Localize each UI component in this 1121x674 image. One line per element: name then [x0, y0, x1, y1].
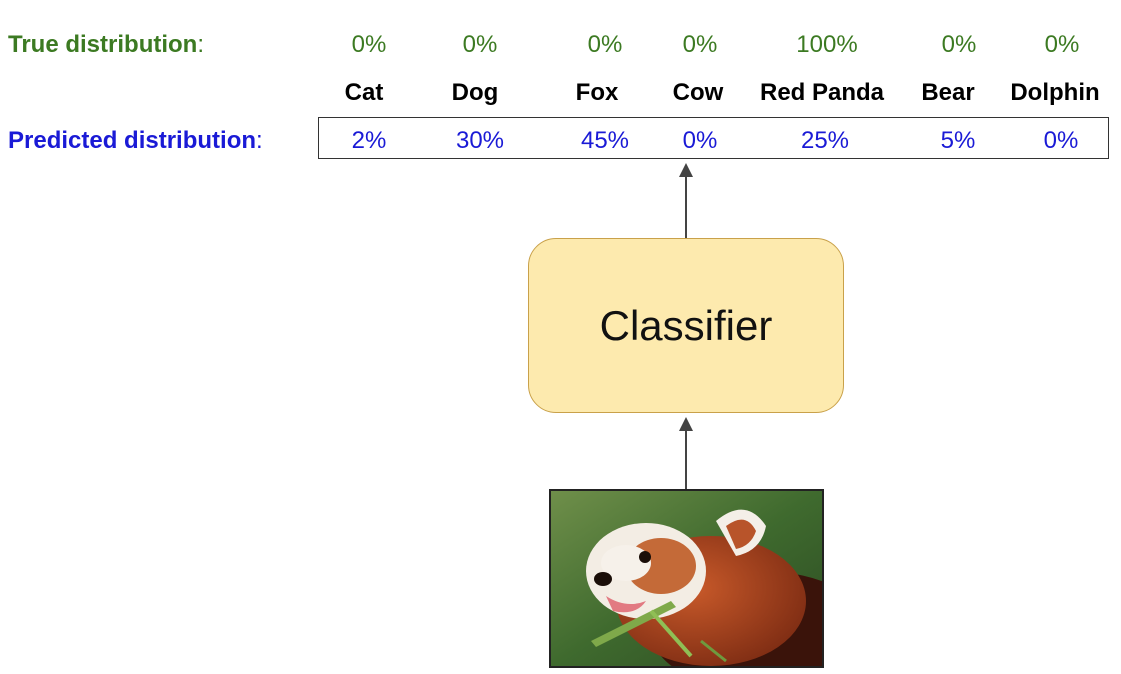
- predicted-distribution-text: Predicted distribution: [8, 127, 257, 154]
- true-distribution-label: True distribution:: [8, 31, 204, 59]
- true-distribution-text: True distribution: [8, 31, 198, 58]
- true-value-red-panda: 100%: [796, 31, 858, 58]
- predicted-value-bear: 5%: [940, 127, 976, 154]
- classifier-box: Classifier: [528, 238, 844, 413]
- predicted-value-dog: 30%: [455, 127, 505, 154]
- predicted-value-red-panda: 25%: [800, 127, 850, 154]
- arrow-to-classifier-head: [679, 417, 693, 431]
- classifier-label: Classifier: [599, 301, 773, 349]
- true-value-dog: 0%: [462, 31, 498, 58]
- class-name-dolphin: Dolphin: [1010, 79, 1100, 106]
- predicted-distribution-colon: :: [256, 127, 263, 154]
- class-name-fox: Fox: [575, 79, 619, 106]
- class-name-cow: Cow: [672, 79, 724, 106]
- true-value-dolphin: 0%: [1044, 31, 1080, 58]
- true-value-cat: 0%: [351, 31, 387, 58]
- class-name-cat: Cat: [344, 79, 384, 106]
- arrow-to-predictions: [685, 176, 687, 238]
- true-value-cow: 0%: [682, 31, 718, 58]
- predicted-distribution-label: Predicted distribution:: [8, 127, 263, 155]
- class-name-bear: Bear: [921, 79, 975, 106]
- predicted-value-dolphin: 0%: [1043, 127, 1079, 154]
- arrow-to-predictions-head: [679, 163, 693, 177]
- red-panda-photo: [549, 489, 824, 668]
- class-name-dog: Dog: [451, 79, 499, 106]
- class-name-red-panda: Red Panda: [759, 79, 885, 106]
- predicted-value-cat: 2%: [351, 127, 387, 154]
- predicted-distribution-box: [318, 117, 1109, 159]
- predicted-value-fox: 45%: [580, 127, 630, 154]
- arrow-to-classifier: [685, 430, 687, 489]
- true-distribution-colon: :: [197, 31, 204, 58]
- true-value-fox: 0%: [587, 31, 623, 58]
- predicted-value-cow: 0%: [682, 127, 718, 154]
- true-value-bear: 0%: [941, 31, 977, 58]
